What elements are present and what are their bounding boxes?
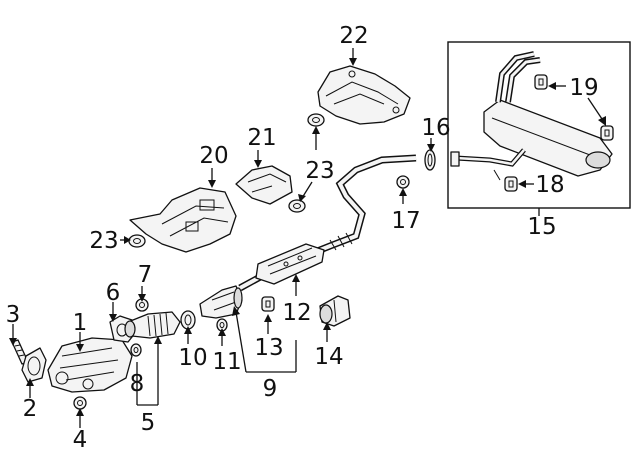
hanger-18[interactable] [504,176,518,192]
callout-16: 16 [421,115,450,141]
heat-shield-20[interactable] [129,187,237,253]
callout-20: 20 [199,143,228,169]
hanger-13[interactable] [261,296,275,312]
resonator-12[interactable] [255,243,325,285]
nut-8[interactable] [130,343,142,357]
callout-23-upper: 23 [305,158,334,184]
callout-23-left: 23 [89,228,118,254]
gasket-16[interactable] [424,149,436,171]
callout-22: 22 [339,23,368,49]
sleeve-14[interactable] [319,295,351,327]
callout-18: 18 [535,172,564,198]
callout-9: 9 [263,376,278,402]
callout-5: 5 [141,410,156,436]
leader-lines [9,48,606,428]
callout-14: 14 [314,344,343,370]
hanger-17[interactable] [396,175,410,189]
callout-15: 15 [527,214,556,240]
callout-3: 3 [6,302,21,328]
callout-1: 1 [73,310,88,336]
muffler-15[interactable] [450,51,613,181]
callout-11: 11 [212,349,241,375]
callout-10: 10 [178,345,207,371]
callout-13: 13 [254,335,283,361]
callout-21: 21 [247,125,276,151]
callout-6: 6 [106,280,121,306]
callout-labels: 1 2 3 4 5 6 7 8 9 10 11 12 13 14 15 16 1… [6,23,599,453]
callout-4: 4 [73,427,88,453]
callout-7: 7 [138,262,153,288]
callout-8: 8 [130,371,145,397]
callout-17: 17 [391,208,420,234]
callout-19: 19 [569,75,598,101]
nut-4[interactable] [73,396,87,410]
front-pipe-9[interactable] [199,285,243,319]
heat-shield-21[interactable] [235,165,293,205]
gasket-2[interactable] [21,347,47,383]
hanger-19[interactable] [534,74,614,141]
catalytic-converter-1[interactable] [47,337,133,393]
grommet-23-left[interactable] [128,234,146,248]
callout-2: 2 [23,396,38,422]
flex-pipe-5[interactable] [124,311,181,339]
grommet-23-upper[interactable] [288,113,325,213]
heat-shield-22[interactable] [317,65,411,125]
callout-12: 12 [282,300,311,326]
